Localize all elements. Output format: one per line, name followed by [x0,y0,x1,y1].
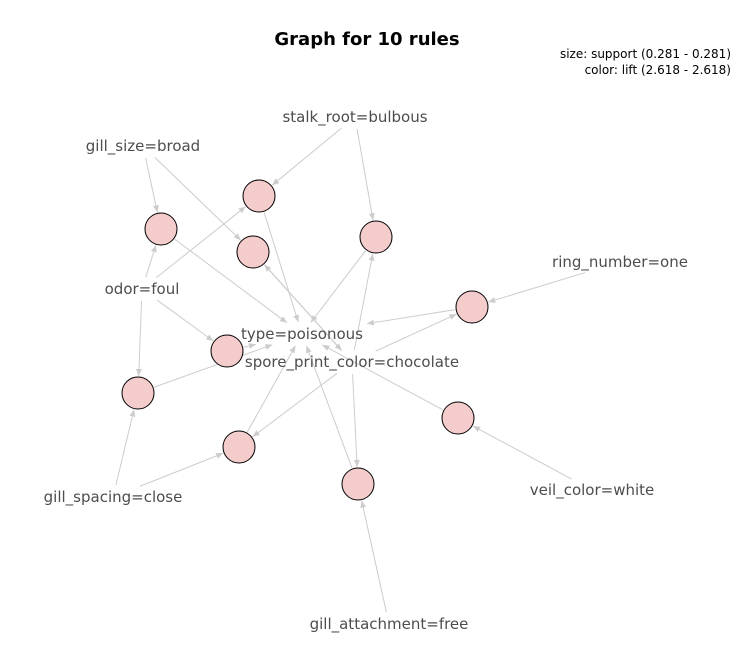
legend-size: size: support (0.281 - 0.281) [560,47,731,61]
rule-node-r6 [210,334,244,368]
edge-spore-to-r9 [252,372,338,438]
graph-title: Graph for 10 rules [274,29,459,50]
edge-odor-to-r1 [155,206,247,279]
rule-node-r10 [341,467,375,501]
item-label-stalk-root: stalk_root=bulbous [282,108,427,127]
edge-r4-to-type [310,250,367,323]
rule-node-r5 [455,290,489,324]
rule-node-r7 [121,376,155,410]
edges-layer [115,127,586,613]
edge-r3-to-spore [264,264,343,351]
edge-ring_number-to-r5 [488,272,586,303]
edge-gill_attachment-to-r10 [360,500,387,613]
edge-gill_size-to-r3 [154,157,242,241]
edge-gill_spacing-to-r9 [139,452,224,487]
edge-spore-to-r10 [352,373,360,468]
item-label-gill-size: gill_size=broad [86,137,200,156]
edge-gill_spacing-to-r7 [115,409,136,486]
edge-spore-to-r5 [375,313,457,352]
item-label-gill-spacing: gill_spacing=close [44,488,183,507]
edge-gill_size-to-r2 [145,157,159,213]
rule-node-r1 [242,179,276,213]
edge-r2-to-type [174,238,288,324]
edge-odor-to-r2 [145,245,157,278]
legend-color: color: lift (2.618 - 2.618) [585,63,731,77]
item-label-type: type=poisonous [241,325,363,343]
rule-node-r3 [236,235,270,269]
edge-r1-to-type [263,212,300,323]
item-label-gill-attachment: gill_attachment=free [310,615,469,634]
edge-r9-to-type [246,345,296,433]
edge-r8-to-type [322,344,444,411]
edge-r7-to-type [153,344,273,388]
rule-nodes-layer [121,179,489,501]
edge-r5-to-type [366,309,456,326]
rule-node-r9 [222,430,256,464]
item-label-odor: odor=foul [105,280,180,298]
item-label-spore: spore_print_color=chocolate [245,353,459,372]
edge-stalk_root-to-r1 [271,127,342,186]
rule-node-r2 [144,212,178,246]
edge-r10-to-type [305,345,353,469]
edge-odor-to-r7 [135,300,143,377]
item-label-ring-number: ring_number=one [552,253,688,272]
edge-spore-to-r4 [353,253,375,351]
rule-node-r8 [441,401,475,435]
edge-veil_color-to-r8 [472,425,572,480]
item-label-veil-color: veil_color=white [530,481,655,500]
edge-odor-to-r6 [157,299,214,342]
edge-r6-to-type [243,343,257,349]
rule-node-r4 [359,220,393,254]
item-labels-layer: stalk_root=bulbous gill_size=broad ring_nu… [44,108,688,634]
edge-stalk_root-to-r4 [356,128,375,221]
